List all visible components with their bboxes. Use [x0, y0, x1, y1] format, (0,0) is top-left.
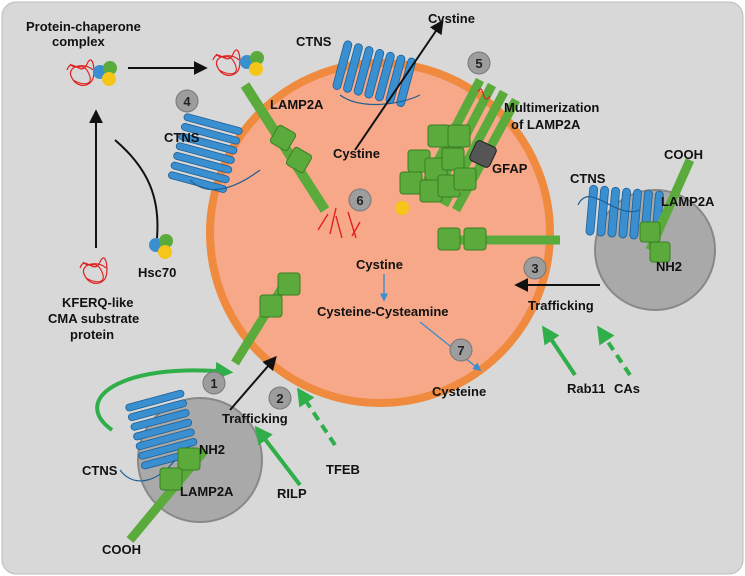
substrate-strand-multimer: [477, 88, 491, 100]
label-rilp: RILP: [277, 486, 307, 501]
arrow-rilp: [254, 425, 302, 487]
label-kferq-2: CMA substrate: [48, 311, 139, 326]
cystine-crystals: [317, 207, 361, 239]
label-ctns-top: CTNS: [296, 34, 332, 49]
arrow-cas: [597, 325, 632, 377]
step-7: 7: [449, 338, 473, 362]
label-protein-chaperone-1: Protein-chaperone: [26, 19, 141, 34]
step-4: 4: [175, 89, 199, 113]
label-multimerization-1: Multimerization: [504, 100, 599, 115]
label-cystine-top: Cystine: [428, 11, 475, 26]
label-protein-chaperone-2: complex: [52, 34, 106, 49]
svg-text:4: 4: [183, 94, 191, 109]
label-trafficking-left: Trafficking: [222, 411, 288, 426]
label-ctns-bottom: CTNS: [82, 463, 118, 478]
gfap-block: [469, 140, 497, 168]
svg-text:5: 5: [475, 56, 482, 71]
label-gfap: GFAP: [492, 161, 528, 176]
arrow-green-recycle: [95, 361, 234, 432]
step-3: 3: [523, 256, 547, 280]
label-kferq-1: KFERQ-like: [62, 295, 134, 310]
label-hsc70: Hsc70: [138, 265, 176, 280]
label-lamp2a-right: LAMP2A: [661, 194, 715, 209]
label-cysteine-cysteamine: Cysteine-Cysteamine: [317, 304, 449, 319]
svg-text:2: 2: [276, 391, 283, 406]
label-nh2-bottom: NH2: [199, 442, 225, 457]
label-trafficking-right: Trafficking: [528, 298, 594, 313]
step-2: 2: [268, 386, 292, 410]
svg-text:6: 6: [356, 193, 363, 208]
svg-text:7: 7: [457, 343, 464, 358]
label-cooh-right: COOH: [664, 147, 703, 162]
lamp2a-right-membrane: [437, 227, 560, 251]
svg-text:3: 3: [531, 261, 538, 276]
step-1: 1: [202, 371, 226, 395]
step-6: 6: [348, 188, 372, 212]
chaperone-inside-lysosome: [395, 201, 409, 215]
lamp2a-bottom-membrane: [231, 272, 301, 366]
arrow-cysteine-release: [419, 321, 482, 372]
label-cooh-bottom: COOH: [102, 542, 141, 557]
step-5: 5: [467, 51, 491, 75]
label-rab11: Rab11: [567, 381, 605, 396]
label-ctns-left: CTNS: [164, 130, 200, 145]
label-tfeb: TFEB: [326, 462, 360, 477]
label-lamp2a-top: LAMP2A: [270, 97, 324, 112]
lamp2a-right-vesicle: [639, 158, 695, 263]
label-cystine-inside: Cystine: [356, 257, 403, 272]
lamp2a-topleft: [240, 82, 330, 213]
arrow-hsc70-up: [114, 139, 159, 239]
svg-text:1: 1: [210, 376, 217, 391]
label-cas: CAs: [614, 381, 640, 396]
label-ctns-right: CTNS: [570, 171, 606, 186]
label-nh2-right: NH2: [656, 259, 682, 274]
label-lamp2a-bottom: LAMP2A: [180, 484, 234, 499]
arrow-rab11: [542, 325, 577, 377]
arrow-tfeb: [297, 387, 337, 447]
lamp2a-bottom-vesicle: [126, 447, 209, 543]
arrow-cystine-export: [354, 19, 444, 151]
label-cysteine: Cysteine: [432, 384, 486, 399]
arrow-trafficking-left: [229, 355, 277, 411]
label-cystine-mid: Cystine: [333, 146, 380, 161]
label-multimerization-2: of LAMP2A: [511, 117, 581, 132]
label-kferq-3: protein: [70, 327, 114, 342]
